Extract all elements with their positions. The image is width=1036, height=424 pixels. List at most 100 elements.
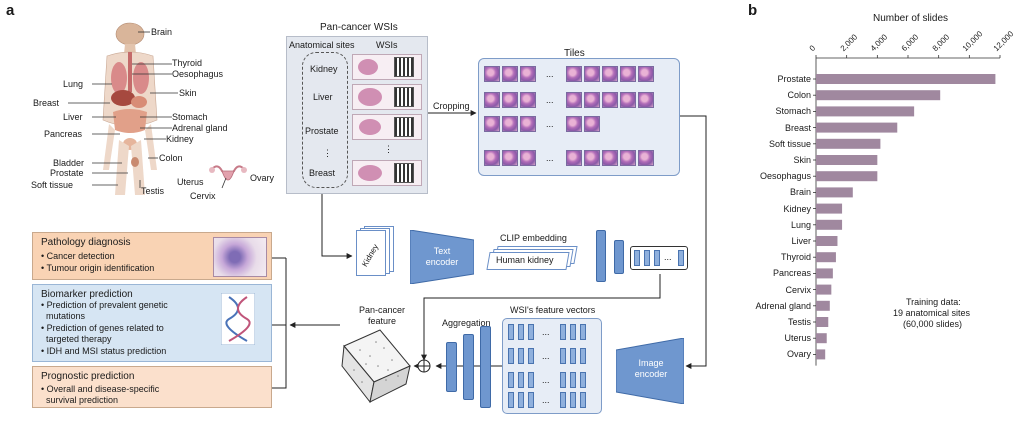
text-encoder-shape — [410, 230, 474, 284]
feature-vector-cell — [518, 392, 524, 408]
output-biomarker-item: mutations — [41, 311, 86, 321]
feature-vector-cell — [570, 324, 576, 340]
bar — [816, 171, 878, 182]
tissue-tile — [638, 66, 654, 82]
feature-vector-cell — [580, 324, 586, 340]
feature-vector-cell — [570, 392, 576, 408]
tiles-ellipsis: ... — [546, 69, 554, 79]
output-biomarker-item: targeted therapy — [41, 334, 112, 344]
bar — [816, 138, 881, 149]
main-arrows — [272, 110, 707, 389]
anatomy-label-stomach: Stomach — [172, 112, 208, 122]
training-data-annotation-2: 19 anatomical sites — [893, 308, 971, 318]
wsi-site-prostate: Prostate — [305, 126, 339, 136]
feature-vector-cell — [580, 392, 586, 408]
category-label: Prostate — [777, 74, 811, 84]
bar — [816, 90, 941, 101]
feature-vector-cell — [560, 392, 566, 408]
tissue-tile — [484, 116, 500, 132]
feature-vector-ellipsis: ... — [542, 395, 550, 405]
pan-cancer-feature-cube — [341, 329, 411, 404]
category-label: Kidney — [783, 203, 811, 214]
anatomy-label-ovary: Ovary — [250, 173, 275, 183]
wsi-site-liver: Liver — [313, 92, 333, 102]
wsi-site-kidney: Kidney — [310, 64, 338, 74]
wsi-thumb-ellipsis: ⋮ — [384, 144, 393, 154]
vector-cell — [654, 250, 660, 266]
tissue-tile — [484, 66, 500, 82]
tissue-tile — [584, 150, 600, 166]
tissue-tile — [502, 116, 518, 132]
tissue-tile — [502, 66, 518, 82]
bar — [816, 252, 836, 263]
feature-vector-cell — [528, 372, 534, 388]
feature-vector-cell — [528, 324, 534, 340]
output-prognostic-box: Prognostic prediction • Overall and dise… — [32, 366, 272, 408]
qr-code-icon — [394, 117, 414, 137]
anatomy-label-colon: Colon — [159, 153, 183, 163]
category-label: Adrenal gland — [755, 300, 811, 311]
training-data-annotation-3: (60,000 slides) — [903, 319, 963, 329]
feature-vectors-title: WSI's feature vectors — [510, 305, 596, 315]
feature-vector-cell — [560, 324, 566, 340]
anatomy-label-breast: Breast — [33, 98, 60, 108]
anatomy-body-figure — [102, 22, 158, 195]
tiles-ellipsis: ... — [546, 119, 554, 129]
feature-vector-cell — [518, 372, 524, 388]
pan-cancer-feature-label: Pan-cancer feature — [358, 305, 406, 326]
wsi-col-sites: Anatomical sites — [289, 40, 355, 50]
anatomy-label-oesophagus: Oesophagus — [172, 69, 224, 79]
feature-vector-cell — [570, 348, 576, 364]
feature-vector-cell — [560, 348, 566, 364]
feature-vector-cell — [518, 324, 524, 340]
feature-vector-cell — [508, 348, 514, 364]
anatomy-label-soft-tissue: Soft tissue — [31, 180, 74, 190]
bar — [816, 333, 827, 344]
text-card-stack: Kidney — [356, 226, 396, 276]
output-pathology-box: Pathology diagnosis • Cancer detection •… — [32, 232, 272, 280]
output-biomarker-item: • Prediction of prevalent genetic — [41, 300, 168, 310]
tissue-tile — [484, 150, 500, 166]
chart-x-axis-title: Number of slides — [873, 13, 949, 24]
qr-code-icon — [394, 163, 414, 183]
category-label: Soft tissue — [768, 138, 811, 149]
category-label: Brain — [789, 187, 811, 198]
anatomy-label-uterus: Uterus — [177, 177, 204, 187]
clip-embedding-title: CLIP embedding — [500, 233, 567, 243]
training-data-annotation-1: Training data: — [906, 297, 961, 307]
bar — [816, 106, 915, 117]
feature-vector-ellipsis: ... — [542, 327, 550, 337]
tissue-tile — [584, 66, 600, 82]
anatomy-label-kidney: Kidney — [166, 134, 194, 144]
clip-card-front-label: Human kidney — [496, 255, 554, 265]
tissue-tile — [520, 66, 536, 82]
tissue-tile — [520, 92, 536, 108]
bar — [816, 219, 843, 230]
tissue-tile — [602, 150, 618, 166]
output-pathology-title: Pathology diagnosis — [41, 237, 131, 248]
text-encoder-label: Text encoder — [425, 246, 459, 267]
bar — [816, 74, 996, 84]
vector-cell — [678, 250, 684, 266]
aggregation-block-2 — [463, 334, 474, 400]
tissue-tile — [602, 66, 618, 82]
qr-code-icon — [394, 57, 414, 77]
image-encoder-label: Image encoder — [634, 358, 668, 379]
projection-block-2 — [614, 240, 624, 274]
category-label: Breast — [784, 122, 811, 133]
anatomy-label-lung: Lung — [63, 79, 84, 89]
output-prognostic-item: • Overall and disease-specific — [41, 384, 160, 394]
anatomy-leader-lines — [68, 31, 227, 189]
output-pathology-item: • Cancer detection — [41, 251, 115, 261]
category-label: Cervix — [785, 284, 811, 295]
vector-ellipsis: ... — [664, 252, 672, 262]
category-label: Thyroid — [780, 252, 811, 263]
wsi-col-wsis: WSIs — [376, 40, 398, 50]
feature-vectors-panel — [502, 318, 602, 414]
pathology-slide-image — [213, 237, 267, 277]
anatomy-label-adrenal-gland: Adrenal gland — [172, 123, 228, 133]
tissue-tile — [620, 66, 636, 82]
output-biomarker-item: • Prediction of genes related to — [41, 323, 164, 333]
wsi-site-ellipsis: ⋮ — [323, 148, 332, 158]
feature-vector-cell — [518, 348, 524, 364]
